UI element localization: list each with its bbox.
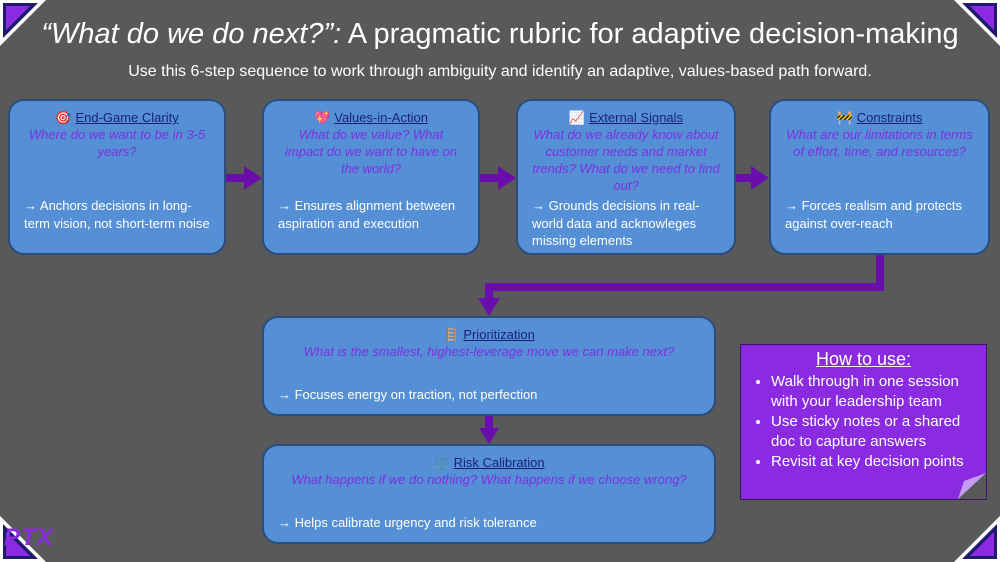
arrow-5-6-head	[479, 428, 499, 444]
how-to-use-note: How to use: Walk through in one session …	[740, 344, 987, 500]
arrow-5-6-shaft	[485, 416, 493, 430]
corner-decoration-bottom-right	[954, 516, 1000, 562]
elbow-drop-segment	[485, 283, 493, 301]
step-question: What are our limitations in terms of eff…	[786, 127, 973, 159]
elbow-down-segment	[876, 255, 884, 290]
arrow-2-3-head	[498, 166, 516, 190]
page-subtitle: Use this 6-step sequence to work through…	[128, 63, 872, 80]
step-values-in-action: 💖Values-in-Action What do we value? What…	[262, 99, 480, 255]
corner-decoration-bottom-left	[0, 516, 46, 562]
step-result: → Focuses energy on traction, not perfec…	[278, 387, 538, 402]
elbow-horizontal-segment	[485, 283, 884, 291]
arrow-1-2-head	[244, 166, 262, 190]
step-prioritization: 🪜Prioritization What is the smallest, hi…	[262, 316, 716, 416]
page-fold-icon	[958, 473, 986, 499]
ptx-logo: PTX	[4, 524, 54, 551]
step-label[interactable]: Risk Calibration	[453, 455, 545, 470]
step-question: What is the smallest, highest-leverage m…	[303, 344, 675, 359]
step-label[interactable]: Prioritization	[463, 327, 535, 342]
step-question: What do we value? What impact do we want…	[285, 127, 457, 176]
title-rest: A pragmatic rubric for adaptive decision…	[347, 18, 959, 50]
arrow-3-4-head	[751, 166, 769, 190]
step-label[interactable]: Constraints	[856, 110, 923, 125]
how-to-use-list: Walk through in one session with your le…	[751, 372, 976, 472]
step-label[interactable]: External Signals	[589, 110, 684, 125]
step-result: → Anchors decisions in long-term vision,…	[24, 198, 210, 231]
step-constraints: 🚧Constraints What are our limitations in…	[769, 99, 990, 255]
corner-decoration-top-right	[954, 0, 1000, 46]
chart-up-icon: 📈	[568, 110, 586, 125]
title-question: “What do we do next?”:	[41, 18, 342, 50]
step-question: What happens if we do nothing? What happ…	[291, 472, 687, 487]
how-to-use-item: Use sticky notes or a shared doc to capt…	[771, 412, 976, 452]
step-end-game-clarity: 🎯End-Game Clarity Where do we want to be…	[8, 99, 226, 255]
arrow-1-2-shaft	[226, 174, 244, 182]
step-result: → Helps calibrate urgency and risk toler…	[278, 515, 537, 530]
arrow-2-3-shaft	[480, 174, 498, 182]
step-result: → Forces realism and protects against ov…	[785, 198, 963, 231]
target-icon: 🎯	[55, 110, 72, 125]
corner-decoration-top-left	[0, 0, 46, 46]
page-title: “What do we do next?”: A pragmatic rubri…	[0, 18, 1000, 51]
how-to-use-item: Walk through in one session with your le…	[771, 372, 976, 412]
step-label[interactable]: Values-in-Action	[334, 110, 428, 125]
elbow-arrow-head	[478, 298, 500, 316]
step-external-signals: 📈External Signals What do we already kno…	[516, 99, 736, 255]
step-question: What do we already know about customer n…	[532, 127, 720, 193]
construction-barrier-icon: 🚧	[836, 110, 853, 125]
arrow-3-4-shaft	[736, 174, 752, 182]
step-result: → Ensures alignment between aspiration a…	[278, 198, 456, 231]
step-result: → Grounds decisions in real-world data a…	[532, 198, 700, 248]
ladder-icon: 🪜	[443, 327, 460, 342]
step-question: Where do we want to be in 3-5 years?	[28, 127, 206, 159]
step-label[interactable]: End-Game Clarity	[75, 110, 179, 125]
scales-icon: ⚖️	[433, 455, 450, 470]
how-to-use-item: Revisit at key decision points	[771, 452, 976, 472]
step-risk-calibration: ⚖️Risk Calibration What happens if we do…	[262, 444, 716, 544]
heart-icon: 💖	[314, 110, 331, 125]
how-to-use-title: How to use:	[815, 349, 912, 369]
